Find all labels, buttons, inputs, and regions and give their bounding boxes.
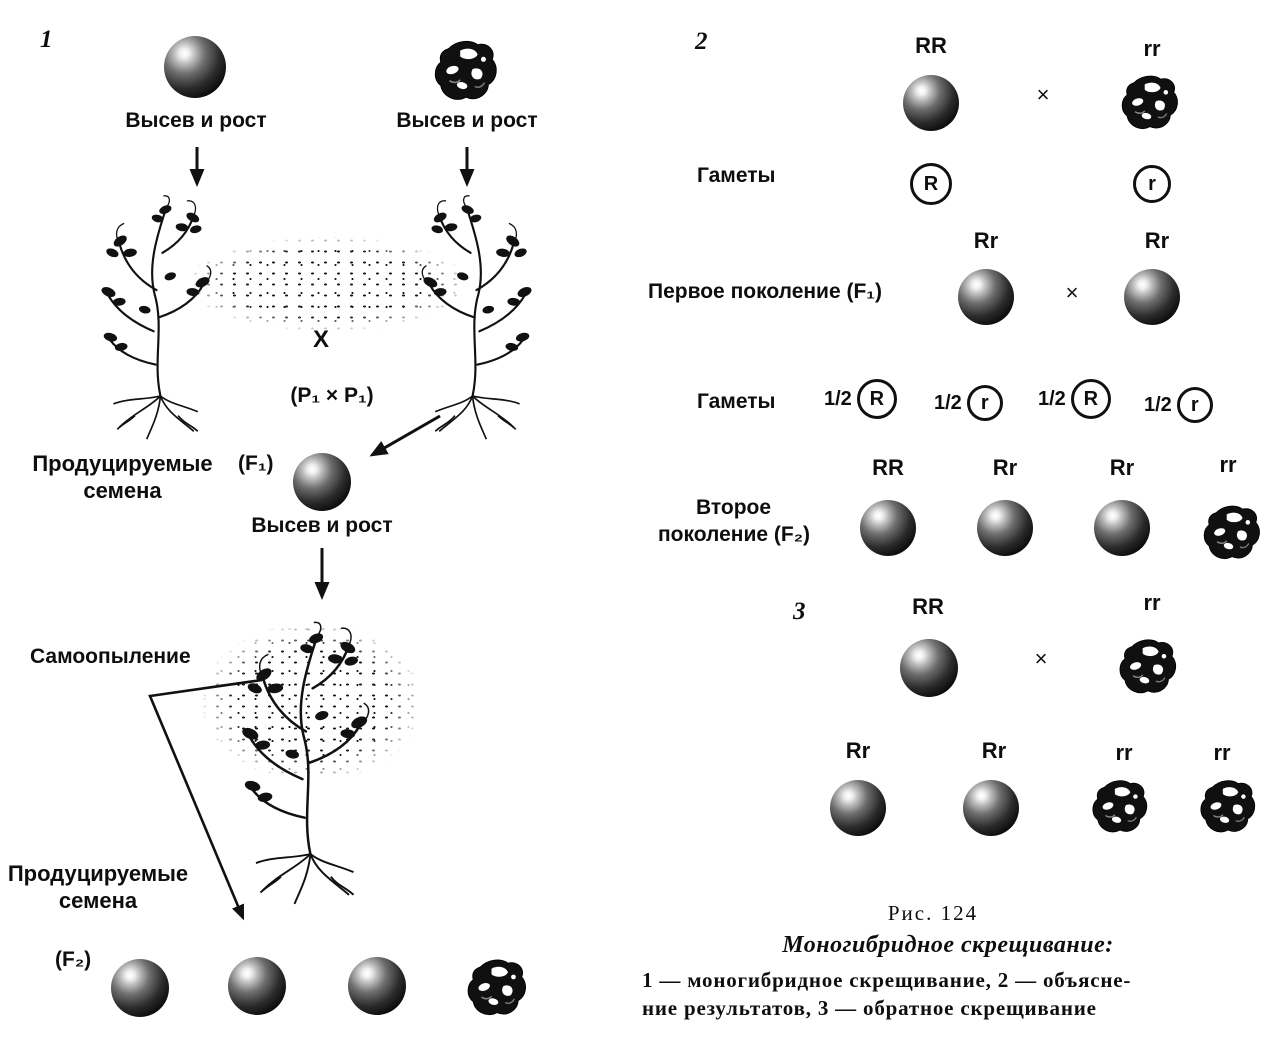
self-pollination-arrow-icon	[148, 678, 263, 921]
diagonal-arrow-to-f1-seed-icon	[369, 414, 441, 457]
